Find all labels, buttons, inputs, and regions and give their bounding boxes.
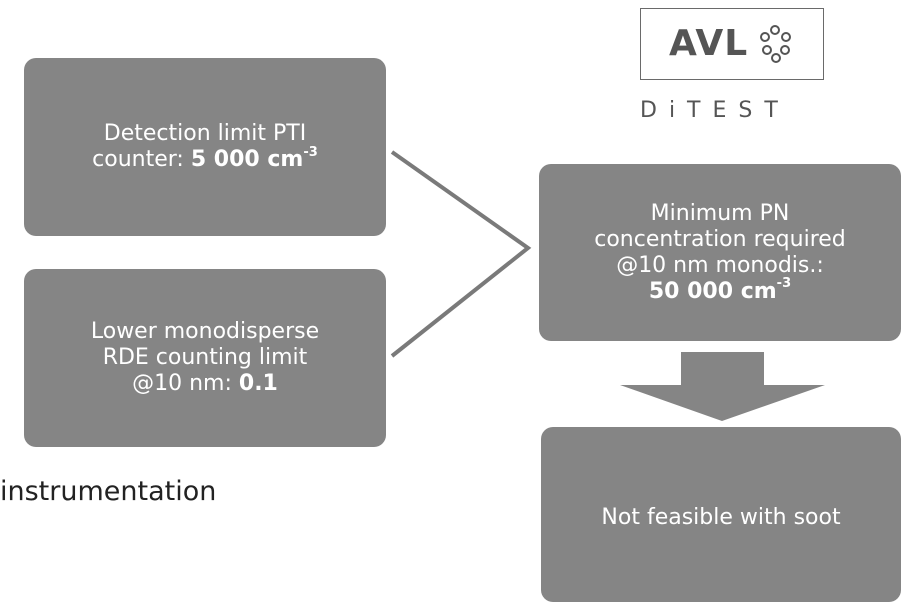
rde-line-1: Lower monodisperse bbox=[90, 319, 320, 344]
rde-value: 0.1 bbox=[238, 371, 278, 396]
minimum-concentration-box: Minimum PN concentration required @10 nm… bbox=[539, 164, 901, 341]
minimum-exponent: -3 bbox=[776, 276, 792, 292]
rde-line-2: RDE counting limit bbox=[102, 345, 308, 370]
minimum-line-3: @10 nm monodis.: bbox=[616, 252, 824, 278]
avl-logo: AVL bbox=[640, 8, 824, 80]
rde-limit-box: Lower monodisperse RDE counting limit @1… bbox=[24, 269, 386, 447]
logo-brand: AVL bbox=[669, 23, 749, 64]
merge-connector bbox=[390, 150, 532, 358]
down-arrow-shape bbox=[620, 352, 825, 421]
logo-subtitle: DiTEST bbox=[640, 98, 790, 123]
minimum-line-1: Minimum PN bbox=[650, 200, 790, 226]
rde-line-3: @10 nm: bbox=[132, 371, 239, 396]
detection-limit-exponent: -3 bbox=[303, 144, 318, 160]
avl-mark-icon bbox=[760, 25, 791, 63]
minimum-line-2: concentration required bbox=[594, 226, 846, 252]
detection-limit-value: 5 000 cm bbox=[190, 147, 304, 172]
result-text: Not feasible with soot bbox=[601, 504, 841, 530]
instrumentation-text: instrumentation bbox=[0, 476, 217, 507]
result-box: Not feasible with soot bbox=[541, 427, 901, 602]
minimum-value: 50 000 cm bbox=[648, 278, 777, 304]
